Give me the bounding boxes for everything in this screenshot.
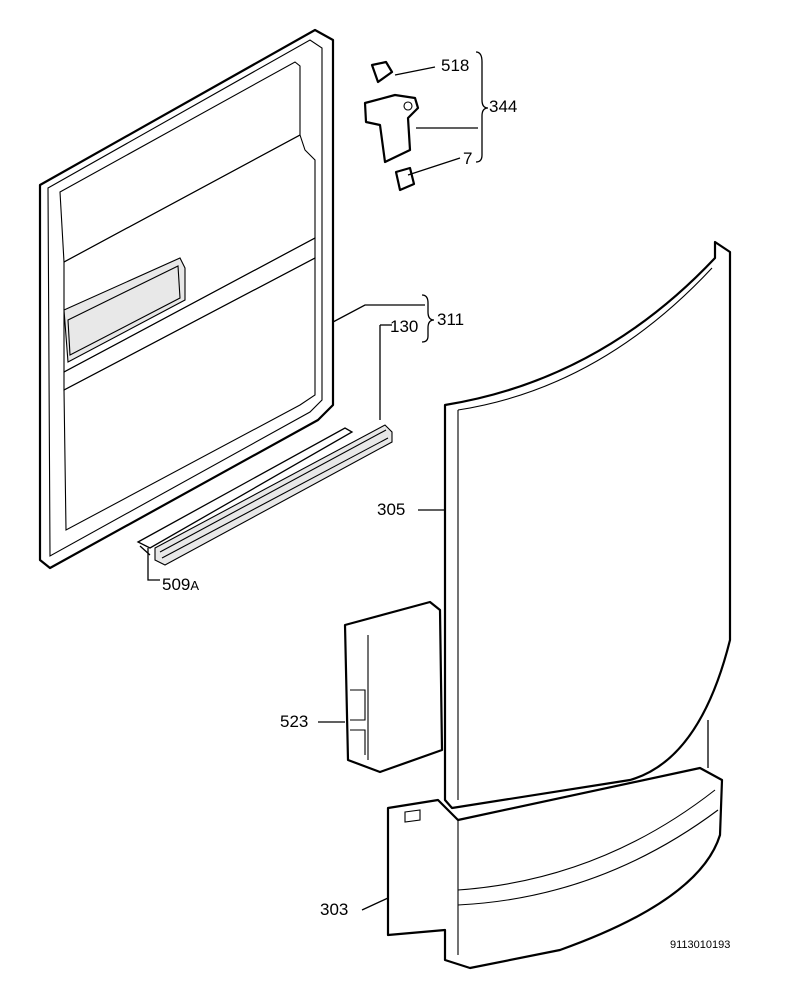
callout-311: 311 — [437, 310, 465, 329]
outer-door-panel-305 — [443, 240, 732, 810]
plinth-303 — [386, 720, 724, 970]
callout-509a-number: 509 — [162, 575, 191, 594]
callout-130: 130 — [390, 317, 419, 336]
callout-7: 7 — [463, 149, 473, 168]
callout-509a: 509A — [162, 576, 199, 593]
callout-303: 303 — [320, 900, 349, 919]
inner-door-panel-311 — [38, 28, 335, 570]
callout-344: 344 — [489, 97, 518, 116]
block-523 — [343, 600, 444, 774]
callout-523: 523 — [280, 712, 309, 731]
drawing-number: 9113010193 — [670, 939, 731, 951]
callout-518: 518 — [441, 56, 470, 75]
hinge-assembly-344 — [363, 60, 420, 192]
callout-509a-suffix: A — [190, 578, 200, 593]
strip-130 — [154, 424, 393, 566]
callout-305: 305 — [377, 500, 406, 519]
